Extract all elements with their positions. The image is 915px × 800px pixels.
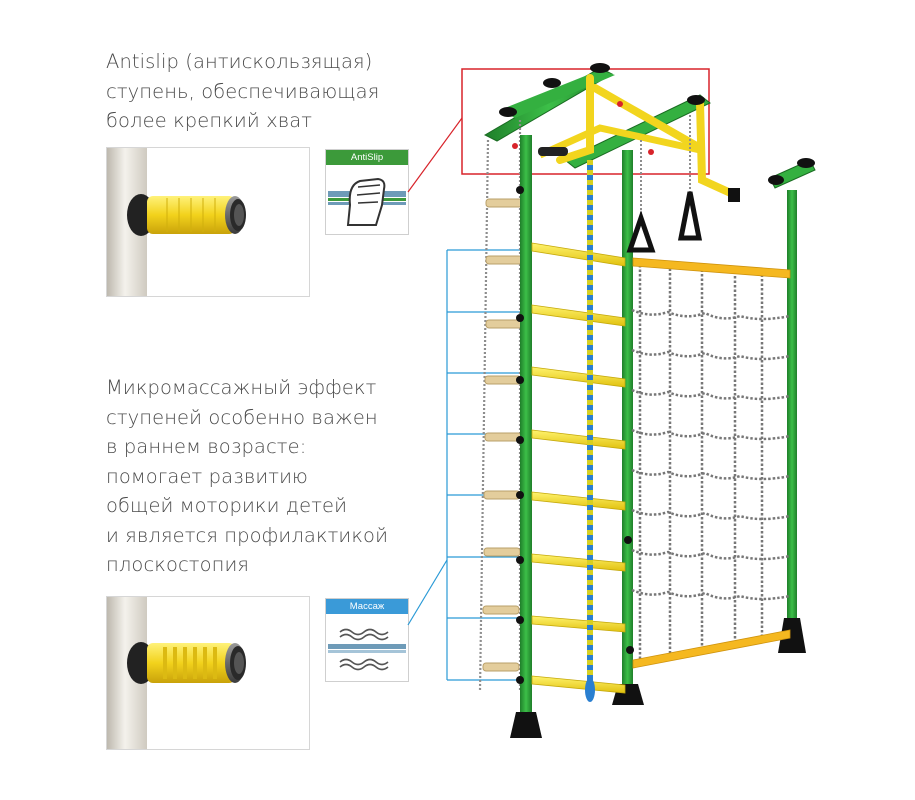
massage-rung-photo	[106, 596, 310, 750]
wavy-lines-icon	[326, 614, 408, 680]
antislip-rung-photo	[106, 147, 310, 297]
antislip-caption: Antislip (антискользящая) ступень, обесп…	[106, 47, 379, 136]
gym-rings	[626, 115, 703, 253]
antislip-caption-line: ступень, обеспечивающая	[106, 79, 380, 103]
massage-caption-line: плоскостопия	[106, 553, 250, 576]
massage-caption-line: и является профилактикой	[106, 523, 389, 547]
antislip-badge: AntiSlip	[325, 149, 409, 235]
massage-badge: Массаж	[325, 598, 409, 682]
massage-caption: Микромассажный эффект ступеней особенно …	[106, 373, 388, 580]
massage-caption-line: общей моторики детей	[106, 494, 348, 517]
antislip-caption-line: Antislip (антискользящая)	[106, 50, 373, 73]
antislip-highlight	[407, 68, 710, 193]
antislip-caption-line: более крепкий хват	[106, 109, 313, 132]
massage-caption-line: в раннем возрасте:	[106, 435, 307, 458]
fist-grip-icon	[326, 165, 408, 233]
climbing-net	[631, 264, 791, 665]
massage-caption-line: ступеней особенно важен	[106, 405, 378, 429]
massage-highlight	[407, 249, 520, 681]
massage-caption-line: Микромассажный эффект	[106, 376, 377, 399]
massage-caption-line: помогает развитию	[106, 464, 308, 488]
antislip-badge-label: AntiSlip	[326, 150, 408, 165]
top-frame	[483, 63, 740, 202]
massage-badge-label: Массаж	[326, 599, 408, 614]
